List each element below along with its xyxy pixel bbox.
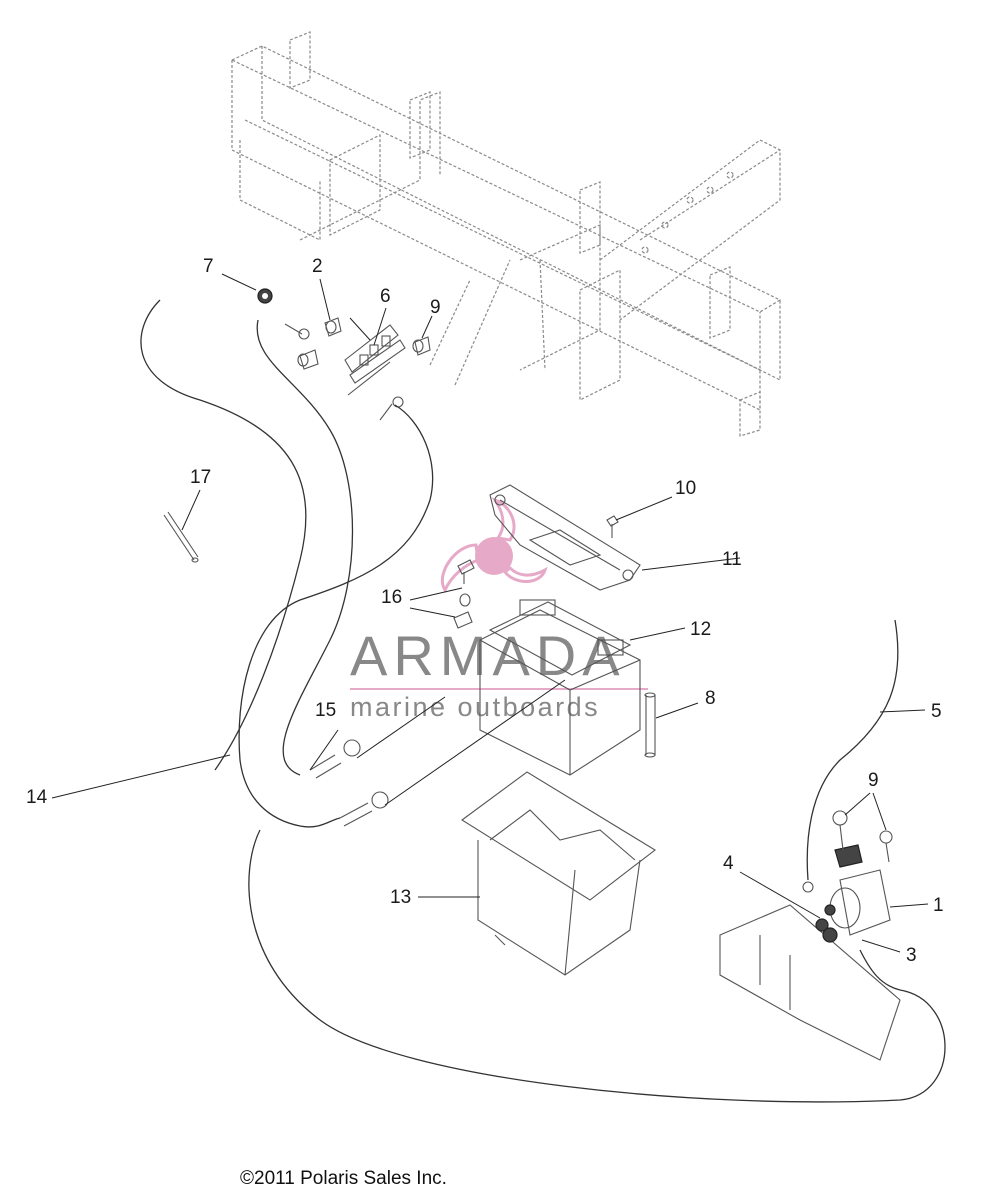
cable-terminal [284, 323, 404, 421]
callout-10: 10 [675, 478, 696, 499]
watermark-brand: ARMADA [350, 624, 626, 687]
watermark-tagline: marine outboards [350, 692, 600, 722]
cables [140, 299, 946, 1103]
callouts: 1 2 3 4 5 6 7 8 9 9 10 11 12 13 14 15 16… [26, 256, 944, 966]
solenoid [815, 844, 891, 943]
callout-3: 3 [906, 945, 917, 966]
battery-box [461, 771, 656, 976]
rod [644, 692, 656, 758]
cable-tie [163, 511, 199, 563]
vehicle-frame [230, 31, 782, 437]
callout-9-upper: 9 [430, 297, 441, 318]
battery-holddown [489, 484, 641, 591]
callout-8: 8 [705, 688, 716, 709]
callout-17: 17 [190, 467, 211, 488]
nut [257, 288, 273, 304]
callout-9-lower: 9 [868, 770, 879, 791]
callout-15: 15 [315, 700, 336, 721]
cable-lug [309, 739, 389, 827]
watermark-logo: ARMADA marine outboards [350, 497, 648, 722]
callout-12: 12 [690, 619, 711, 640]
bolt [606, 515, 619, 538]
screw [832, 810, 893, 863]
callout-13: 13 [390, 887, 411, 908]
solenoid-bracket [719, 904, 901, 1061]
callout-16: 16 [381, 587, 402, 608]
callout-1: 1 [933, 895, 944, 916]
callout-11: 11 [722, 549, 742, 570]
callout-7: 7 [203, 256, 214, 277]
hardware [453, 559, 475, 629]
bushing [297, 317, 431, 370]
terminal-block [344, 324, 406, 396]
callout-6: 6 [380, 286, 391, 307]
callout-2: 2 [312, 256, 323, 277]
battery [479, 599, 641, 776]
callout-4: 4 [723, 853, 734, 874]
copyright-notice: ©2011 Polaris Sales Inc. [240, 1168, 447, 1189]
leader-lines [51, 273, 929, 953]
callout-14: 14 [26, 787, 48, 808]
callout-5: 5 [931, 701, 942, 722]
